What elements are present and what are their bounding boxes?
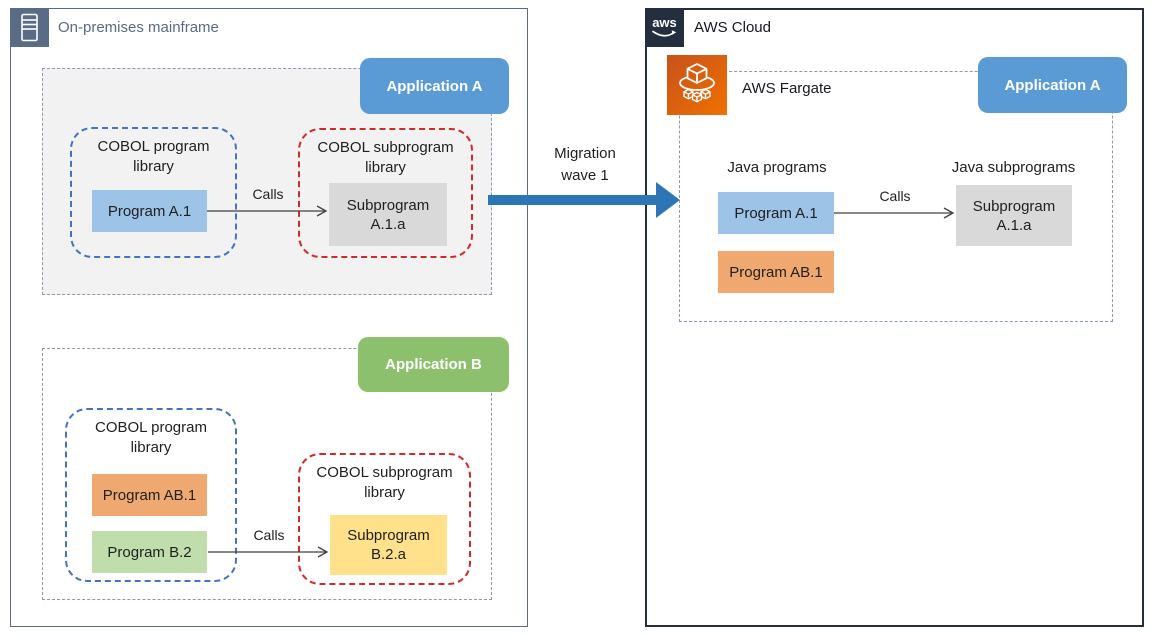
cobol-subprogram-library-b: COBOL subprogram library (298, 453, 471, 585)
program-a1-aws-box: Program A.1 (718, 192, 834, 234)
cobol-program-library-a-title: COBOL program library (97, 138, 210, 175)
aws-logo-text: aws (652, 15, 677, 30)
calls-arrow-b (208, 546, 329, 558)
subprogram-a1a-aws-box: Subprogram A.1.a (956, 185, 1072, 246)
aws-fargate-icon (667, 55, 727, 115)
cobol-program-library-b: COBOL program library (65, 408, 237, 582)
calls-label-b: Calls (253, 527, 285, 543)
program-ab1-aws-box: Program AB.1 (718, 251, 834, 293)
program-a1-box: Program A.1 (92, 190, 207, 232)
cobol-program-library-b-title: COBOL program library (95, 419, 207, 456)
subprogram-a1a-box: Subprogram A.1.a (329, 183, 447, 246)
mainframe-icon (10, 8, 49, 47)
program-ab1-box: Program AB.1 (92, 474, 207, 516)
aws-logo-icon: aws (645, 8, 684, 47)
calls-arrow-aws (834, 207, 955, 219)
migration-wave-label: Migration wave 1 (554, 145, 616, 184)
cobol-program-library-a: COBOL program library (70, 127, 237, 258)
migration-arrow (488, 182, 680, 218)
onprem-mainframe-container (10, 8, 528, 627)
cobol-subprogram-library-a-title: COBOL subprogram library (317, 139, 454, 176)
cobol-subprogram-library-a: COBOL subprogram library (298, 128, 473, 258)
calls-label-a: Calls (252, 186, 284, 202)
application-b-badge: Application B (358, 337, 509, 392)
calls-arrow-a (207, 205, 328, 217)
application-a-aws-badge: Application A (978, 57, 1127, 113)
onprem-title: On-premises mainframe (58, 19, 219, 36)
aws-fargate-label: AWS Fargate (742, 80, 832, 97)
subprogram-b2a-box: Subprogram B.2.a (330, 515, 447, 575)
aws-cloud-container (645, 8, 1144, 627)
java-subprograms-title: Java subprograms (951, 159, 1076, 176)
calls-label-aws: Calls (879, 188, 911, 204)
application-a-badge: Application A (360, 58, 509, 114)
program-b2-box: Program B.2 (92, 531, 207, 573)
application-a-aws-area (679, 71, 1113, 322)
cobol-subprogram-library-b-title: COBOL subprogram library (316, 464, 453, 501)
java-programs-title: Java programs (727, 159, 827, 176)
aws-cloud-title: AWS Cloud (694, 19, 771, 36)
